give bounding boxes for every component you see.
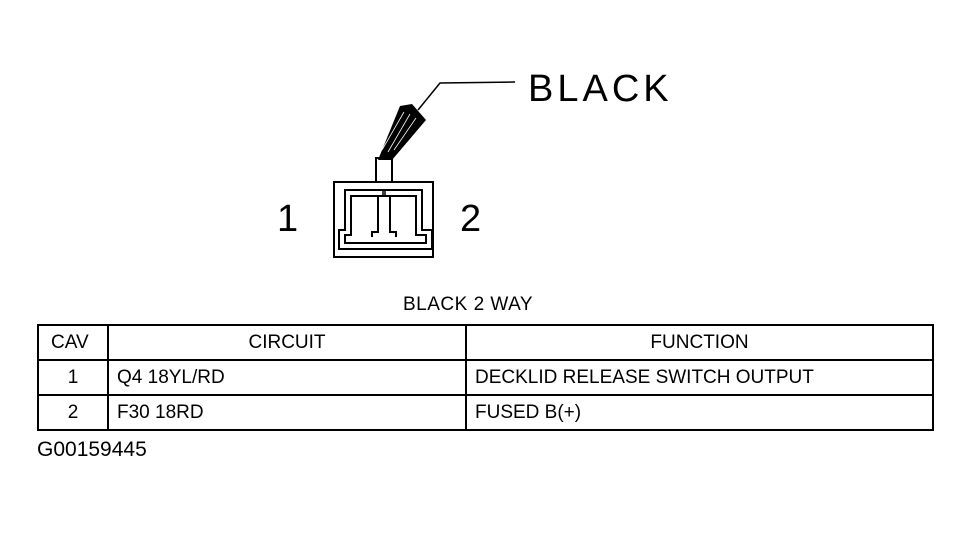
cavity-divider — [371, 196, 397, 237]
cavity-divider-inner — [382, 190, 386, 196]
wire-strands — [381, 111, 417, 153]
connector-lock-tab — [375, 157, 393, 182]
table-row: 2 F30 18RD FUSED B(+) — [37, 394, 934, 431]
table-row: 1 Q4 18YL/RD DECKLID RELEASE SWITCH OUTP… — [37, 359, 934, 396]
figure-id: G00159445 — [37, 438, 147, 461]
connector-title: BLACK 2 WAY — [403, 294, 534, 315]
header-circuit: CIRCUIT — [107, 324, 467, 361]
cell-cav: 2 — [37, 394, 109, 431]
cell-function: DECKLID RELEASE SWITCH OUTPUT — [465, 359, 934, 396]
cell-circuit: Q4 18YL/RD — [107, 359, 467, 396]
header-cav: CAV — [37, 324, 109, 361]
cell-function: FUSED B(+) — [465, 394, 934, 431]
pin-2-label: 2 — [460, 198, 482, 240]
pin-1-label: 1 — [277, 198, 299, 240]
connector-housing — [333, 181, 434, 258]
pinout-table: CAV CIRCUIT FUNCTION 1 Q4 18YL/RD DECKLI… — [37, 324, 934, 431]
cell-cav: 1 — [37, 359, 109, 396]
wire-bundle — [378, 104, 426, 160]
table-header-row: CAV CIRCUIT FUNCTION — [37, 324, 934, 361]
connector-cavity-outline — [338, 189, 433, 250]
connector-cavity-inner — [344, 195, 427, 244]
wire-color-label: BLACK — [528, 68, 673, 110]
header-function: FUNCTION — [465, 324, 934, 361]
cell-circuit: F30 18RD — [107, 394, 467, 431]
leader-line — [417, 81, 516, 111]
